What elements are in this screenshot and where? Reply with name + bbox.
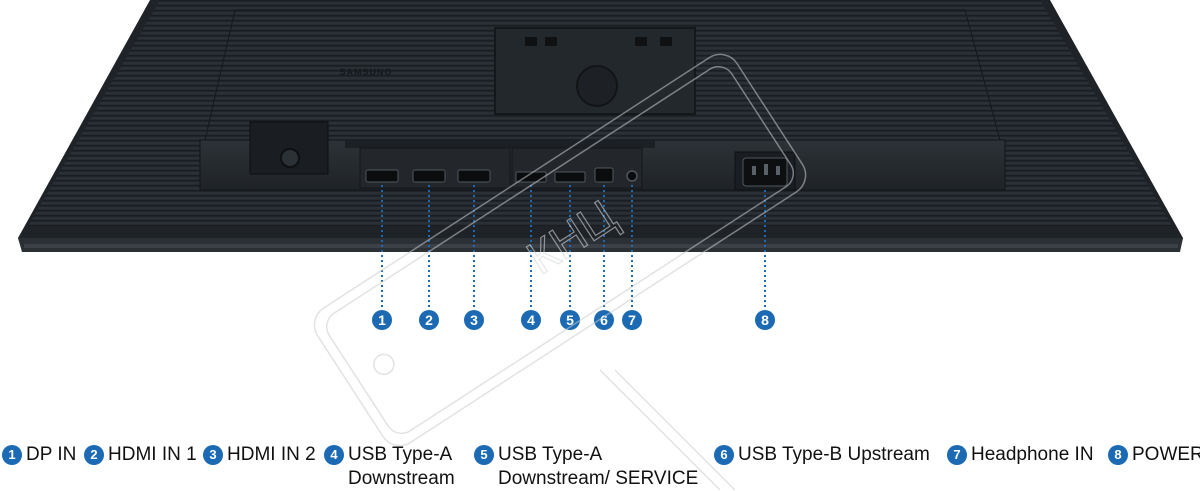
callout-3: 3 — [464, 310, 484, 330]
callout-2: 2 — [419, 310, 439, 330]
legend-label: USB Type-A — [498, 444, 603, 465]
legend-badge: 5 — [474, 445, 494, 465]
legend-badge: 4 — [324, 445, 344, 465]
legend-dp-in: 1 DP IN — [2, 443, 76, 467]
callout-7: 7 — [622, 310, 642, 330]
callout-5-number: 5 — [566, 312, 574, 328]
legend-badge: 8 — [1108, 445, 1128, 465]
legend-usb-b-upstream: 6 USB Type-B Upstream — [714, 443, 930, 467]
port-usb-a-2 — [554, 171, 586, 183]
callout-3-number: 3 — [470, 312, 478, 328]
callout-8-number: 8 — [761, 312, 769, 328]
callout-6-number: 6 — [600, 312, 608, 328]
legend-hdmi-in-1: 2 HDMI IN 1 — [84, 443, 197, 467]
legend-label: HDMI IN 1 — [108, 444, 197, 465]
port-hdmi-1 — [412, 169, 446, 183]
legend-badge: 2 — [84, 445, 104, 465]
legend-label-line2: Downstream/ SERVICE — [498, 468, 699, 489]
port-dp — [365, 169, 399, 183]
legend-label: POWER — [1132, 444, 1200, 465]
callout-1-number: 1 — [378, 312, 386, 328]
legend-label: USB Type-B Upstream — [738, 444, 930, 465]
callout-6: 6 — [594, 310, 614, 330]
callout-4-number: 4 — [527, 312, 535, 328]
port-headphone — [626, 170, 638, 182]
brand-logo-text: SAMSUNG — [339, 67, 392, 77]
legend-usb-a-downstream: 4 USB Type-A Downstream — [324, 443, 455, 491]
port-usb-a-1 — [515, 171, 547, 183]
legend-label: DP IN — [26, 444, 77, 465]
legend-usb-a-service: 5 USB Type-A Downstream/ SERVICE — [474, 443, 698, 491]
callout-2-number: 2 — [425, 312, 433, 328]
legend-label-line2: Downstream — [348, 468, 455, 489]
leader-lines — [381, 185, 766, 310]
callouts: 1 2 3 4 5 6 7 8 — [372, 310, 775, 330]
port-usb-b — [594, 167, 614, 183]
legend-label: HDMI IN 2 — [227, 444, 316, 465]
callout-1: 1 — [372, 310, 392, 330]
legend-badge: 3 — [203, 445, 223, 465]
legend-badge: 1 — [2, 445, 22, 465]
legend-badge: 7 — [947, 445, 967, 465]
callout-8: 8 — [755, 310, 775, 330]
callout-5: 5 — [560, 310, 580, 330]
port-hdmi-2 — [457, 169, 491, 183]
callout-7-number: 7 — [628, 312, 636, 328]
joystick — [280, 148, 300, 168]
legend-headphone-in: 7 Headphone IN — [947, 443, 1094, 467]
legend-label: USB Type-A — [348, 444, 453, 465]
callout-4: 4 — [521, 310, 541, 330]
legend-label: Headphone IN — [971, 444, 1094, 465]
watermark — [313, 53, 807, 491]
legend-hdmi-in-2: 3 HDMI IN 2 — [203, 443, 316, 467]
legend-badge: 6 — [714, 445, 734, 465]
legend-power: 8 POWER — [1108, 443, 1200, 467]
